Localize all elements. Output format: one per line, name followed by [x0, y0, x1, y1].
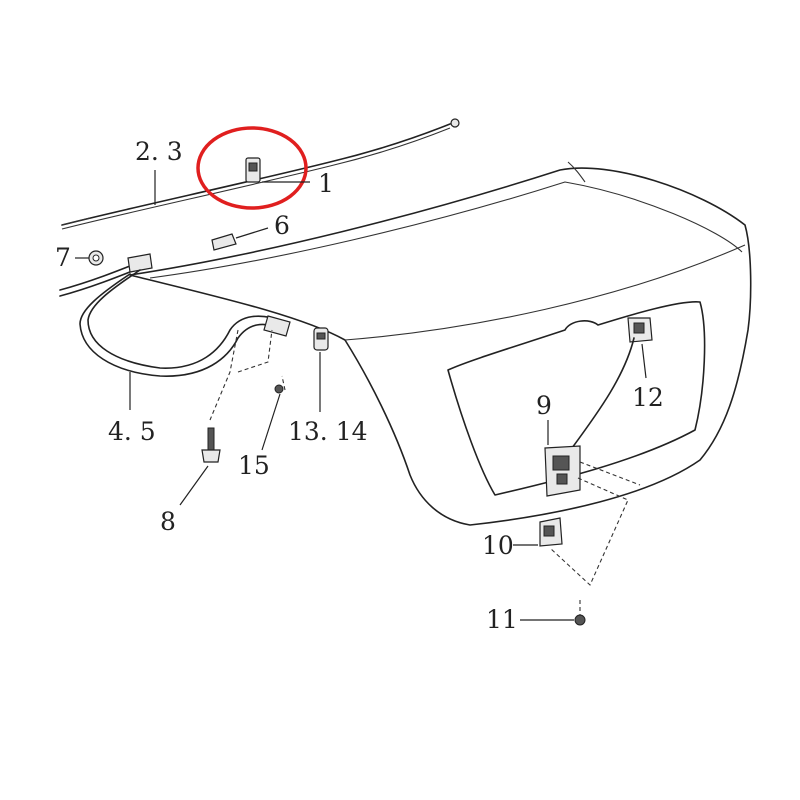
callout-8: 8 [160, 507, 176, 536]
rubber-stop-part [313, 327, 329, 351]
screw-part [274, 384, 284, 394]
trunk-hinge [59, 253, 291, 377]
striker-part [539, 517, 563, 547]
trunk-latch-part [544, 445, 581, 497]
highlight-circle [196, 126, 308, 210]
callout-labels: 1 2. 3 6 7 4. 5 13. 14 15 8 9 12 10 11 [55, 137, 664, 634]
nut-part [574, 614, 586, 626]
callout-10: 10 [482, 531, 514, 560]
callout-13-14: 13. 14 [288, 417, 368, 446]
assembly-lines-right [549, 461, 641, 615]
callout-11: 11 [486, 605, 518, 634]
callout-15: 15 [238, 451, 270, 480]
small-clip-part [88, 250, 104, 266]
callout-2-3: 2. 3 [135, 137, 183, 166]
callout-7: 7 [55, 243, 71, 272]
bumper-part [211, 233, 237, 251]
callout-4-5: 4. 5 [108, 417, 156, 446]
leader-lines [75, 170, 647, 621]
assembly-lines-left [209, 329, 286, 421]
latch-bracket-upper [627, 317, 653, 343]
callout-12: 12 [632, 383, 664, 412]
bolt-part [201, 427, 221, 463]
callout-9: 9 [536, 391, 552, 420]
latch-cable [571, 337, 635, 449]
callout-6: 6 [274, 211, 290, 240]
cable-clip-part [245, 157, 261, 183]
trunk-lid [129, 161, 752, 526]
license-plate-recess [447, 301, 706, 496]
callout-1: 1 [318, 169, 334, 198]
